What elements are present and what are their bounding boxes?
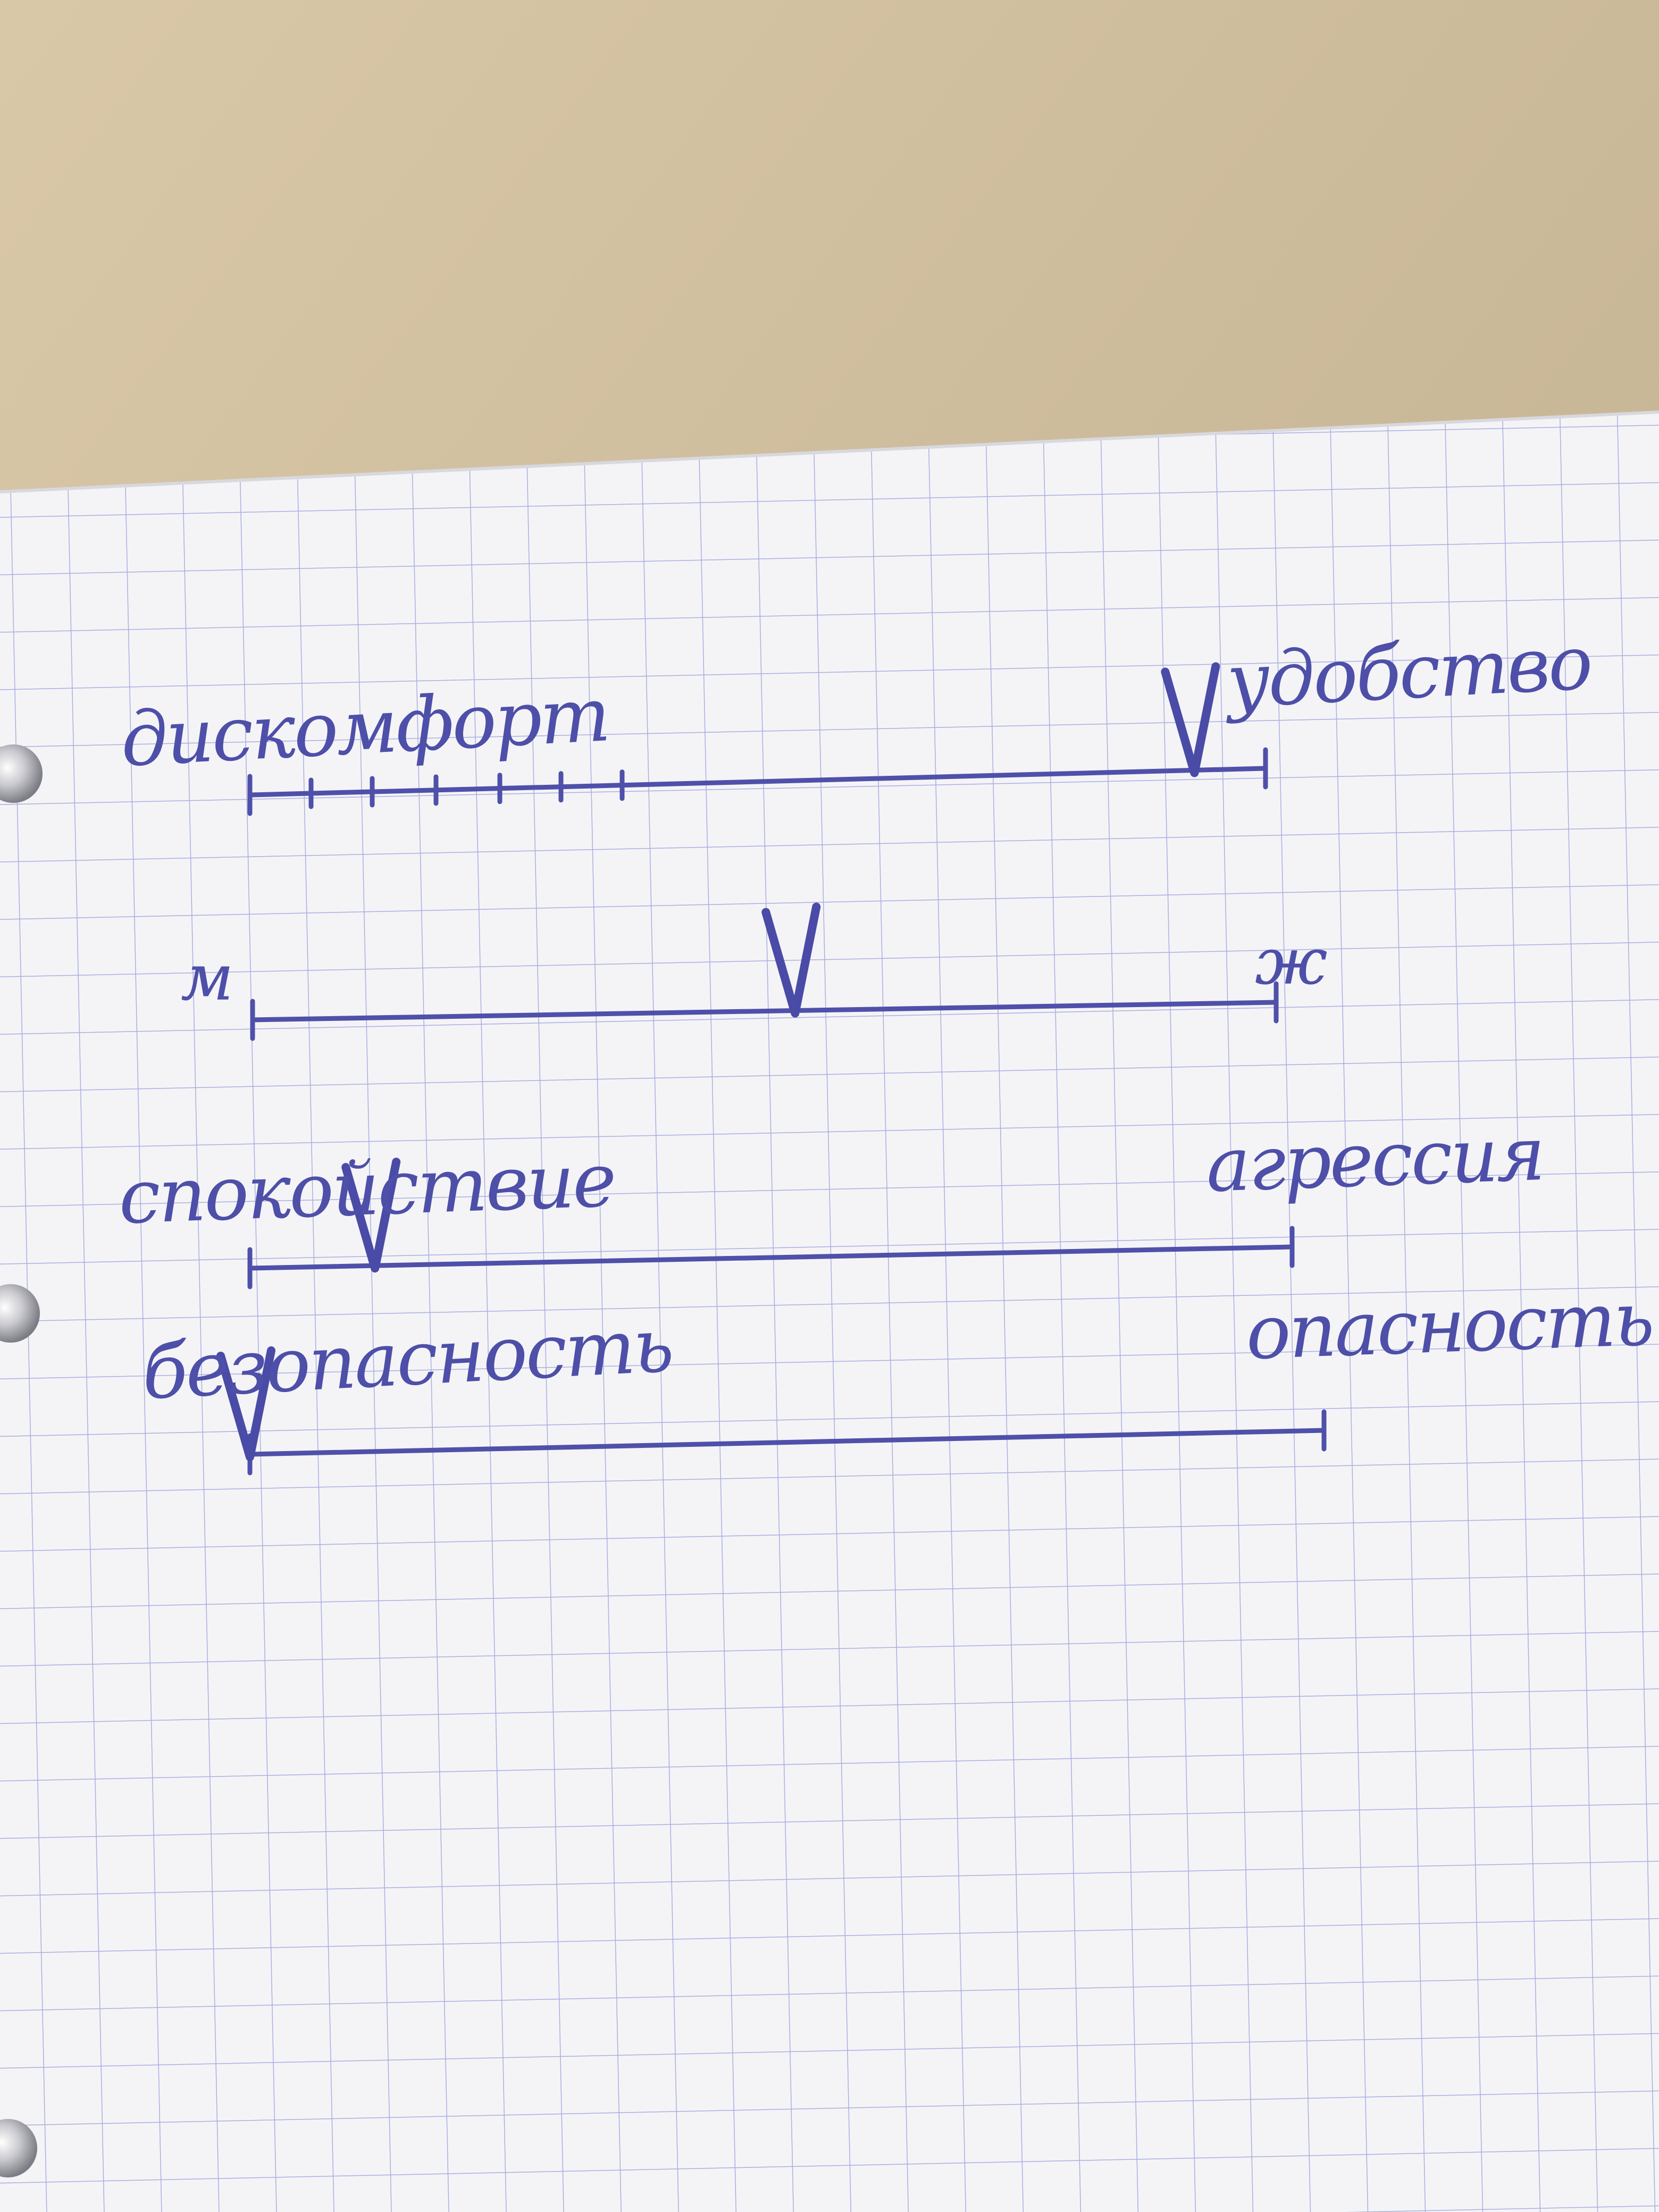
scale-4 [216, 1346, 1327, 1476]
scale-1-line [247, 766, 1268, 798]
paper-edge [0, 410, 1659, 493]
scale-2-check-mark [761, 902, 821, 1018]
scale-2-right-label: ж [1255, 925, 1327, 999]
scale-3-left-label: спокойствие [117, 1137, 616, 1241]
binder-ring-bottom [0, 2119, 37, 2177]
scale-2 [250, 902, 1279, 1041]
scale-3-check-mark [341, 1158, 401, 1273]
scale-1 [247, 662, 1268, 816]
scale-2-left-label: м [181, 941, 234, 1015]
binder-ring-top [0, 744, 43, 803]
scale-1-right-label: удобство [1221, 619, 1593, 725]
scale-2-line [250, 1000, 1279, 1023]
scale-1-check-mark [1161, 662, 1220, 777]
scale-4-line [247, 1428, 1327, 1457]
scale-4-check-mark [216, 1346, 275, 1461]
scale-3-line [247, 1244, 1295, 1271]
grid-paper [0, 412, 1659, 2212]
scale-3-right-label: агрессия [1204, 1111, 1545, 1209]
binder-ring-middle [0, 1284, 40, 1343]
scale-4-right-label: опасность [1244, 1276, 1653, 1377]
scale-3 [247, 1158, 1295, 1289]
handwritten-scales [216, 662, 1327, 1476]
